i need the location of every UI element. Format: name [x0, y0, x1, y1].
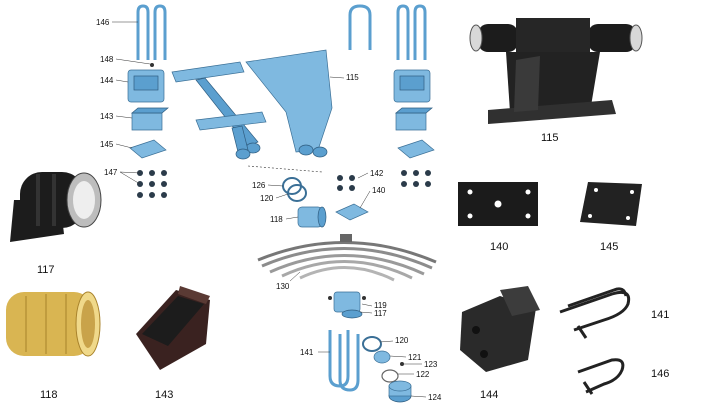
label-115: 115 — [346, 73, 359, 82]
leader-lines — [112, 21, 427, 398]
label-147: 147 — [104, 168, 118, 177]
hub-117-photo — [10, 172, 102, 242]
axle-arm-lower — [195, 111, 267, 160]
plate-145-right — [397, 139, 435, 159]
bracket-115-photo — [469, 18, 643, 124]
label-142: 142 — [370, 169, 384, 178]
axis-dashed-line — [247, 165, 323, 173]
label-141: 141 — [300, 348, 314, 357]
plate-145-left — [129, 139, 167, 159]
label-120-upper: 120 — [260, 194, 274, 203]
photo-label-144: 144 — [480, 389, 499, 401]
bracket-144-left — [127, 69, 165, 103]
photo-label-115: 115 — [541, 132, 559, 144]
label-117: 117 — [374, 309, 387, 318]
label-124: 124 — [428, 393, 442, 402]
u-bolt-center — [348, 4, 372, 50]
seat-143-left — [131, 107, 169, 131]
nut-148 — [150, 63, 154, 67]
label-130: 130 — [276, 282, 290, 291]
bush-118 — [297, 206, 327, 228]
u-bolt-141-photo — [559, 287, 631, 339]
washer-121 — [373, 350, 391, 364]
cap-124 — [388, 380, 412, 403]
photo-label-141: 141 — [651, 309, 670, 321]
photo-label-143: 143 — [155, 389, 174, 401]
bracket-144-photo — [460, 286, 540, 372]
ring-120-lower — [362, 336, 382, 352]
u-bolt-146-photo — [577, 358, 625, 395]
label-145: 145 — [100, 140, 114, 149]
photo-label-117: 117 — [37, 264, 55, 276]
bush-118-photo — [6, 291, 101, 357]
plate-145-photo — [580, 182, 642, 226]
bracket-144-right — [393, 69, 431, 103]
u-bolt-left — [136, 4, 167, 60]
label-126: 126 — [252, 181, 266, 190]
label-146: 146 — [96, 18, 110, 27]
photo-label-118: 118 — [40, 389, 58, 401]
label-140: 140 — [372, 186, 386, 195]
plate-140-photo — [458, 182, 538, 226]
label-143: 143 — [100, 112, 114, 121]
pin-123 — [400, 362, 404, 366]
nuts-right — [401, 170, 431, 187]
ring-122 — [381, 369, 399, 383]
label-148: 148 — [100, 55, 114, 64]
photo-label-140: 140 — [490, 241, 509, 253]
bracket-115 — [245, 49, 333, 158]
label-121: 121 — [408, 353, 422, 362]
label-144: 144 — [100, 76, 114, 85]
label-118: 118 — [270, 215, 283, 224]
label-122: 122 — [416, 370, 430, 379]
leaf-spring-130 — [257, 234, 437, 282]
seat-143-right — [395, 107, 433, 131]
label-120-lower: 120 — [395, 336, 409, 345]
label-123: 123 — [424, 360, 438, 369]
label-119: 119 — [374, 301, 387, 310]
u-bolt-141 — [328, 330, 360, 392]
photo-label-145: 145 — [600, 241, 619, 253]
nuts-142-center — [337, 175, 355, 191]
u-bolt-right — [396, 4, 427, 60]
seat-143-photo — [136, 286, 210, 370]
hub-117-assembly — [328, 291, 366, 319]
ring-120-upper — [287, 184, 307, 202]
photo-label-146: 146 — [651, 368, 670, 380]
